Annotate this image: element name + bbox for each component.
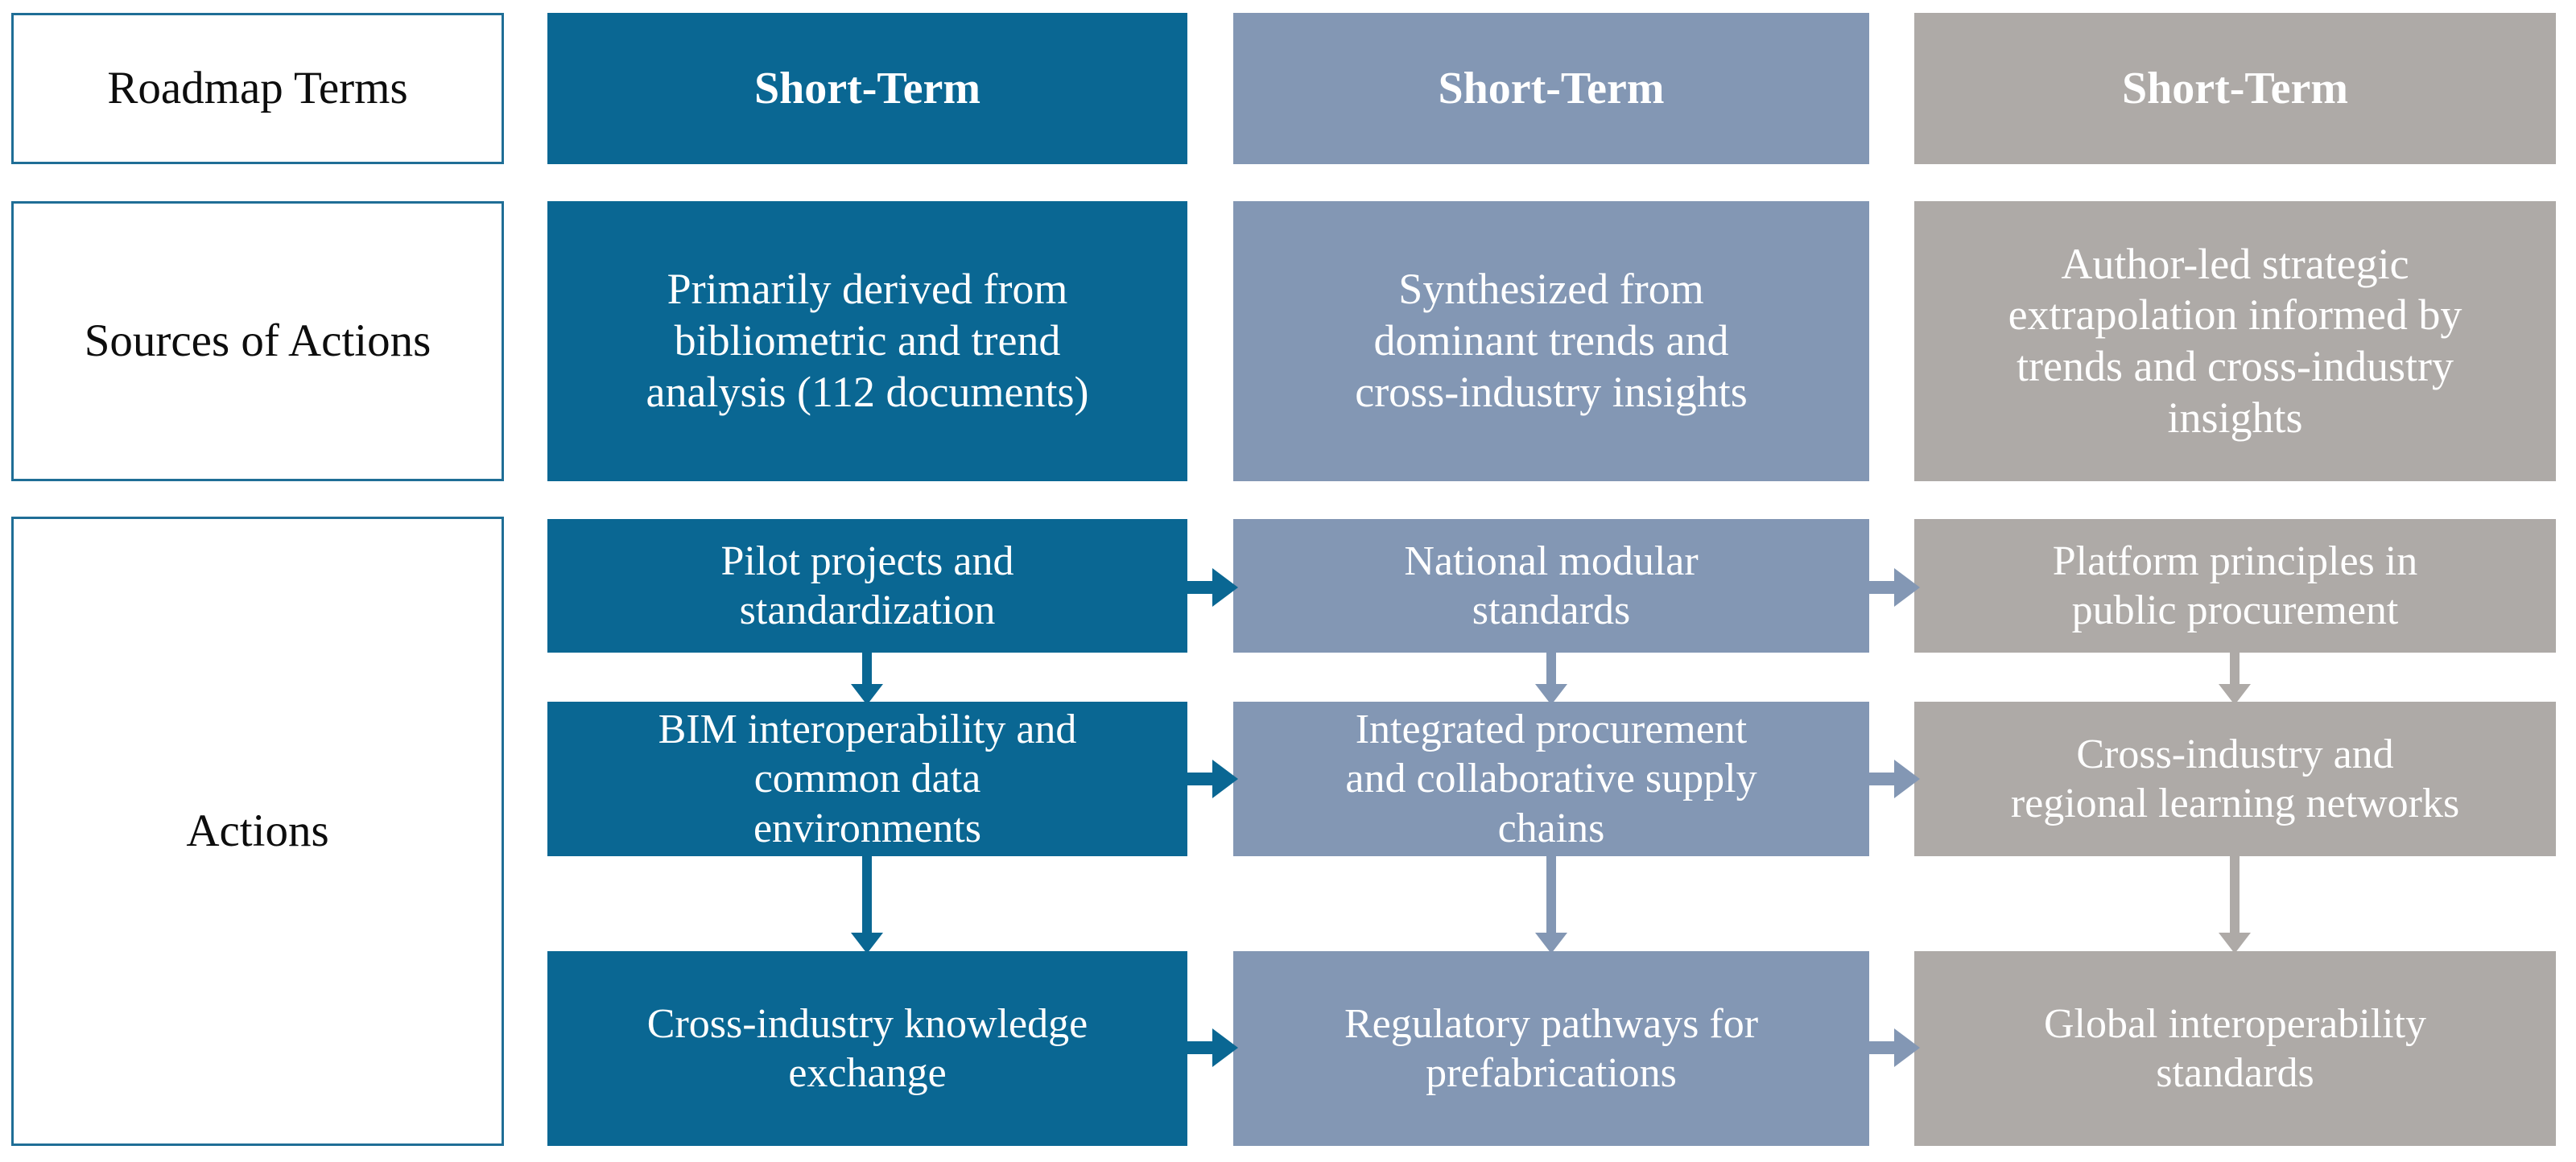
arrow-down-col4-row2-row3 [2215,852,2254,955]
action-box-col2-row1-text: Pilot projects and standardization [720,538,1014,633]
sources-cell-col4-text: Author-led strategic extrapolation infor… [2008,239,2462,442]
action-box-col3-row2-text: Integrated procurement and collaborative… [1345,706,1757,851]
header-short-term-col4: Short-Term [1914,13,2556,164]
action-box-col4-row3: Global interoperability standards [1914,951,2556,1146]
action-box-col4-row3-text: Global interoperability standards [2043,1000,2427,1096]
action-box-col4-row2: Cross-industry and regional learning net… [1914,702,2556,856]
row-label-sources-of-actions: Sources of Actions [11,201,504,481]
action-box-col4-row1: Platform principles in public procuremen… [1914,519,2556,653]
action-box-col3-row3: Regulatory pathways for prefabrications [1233,951,1869,1146]
header-short-term-col2: Short-Term [547,13,1187,164]
action-box-col3-row2: Integrated procurement and collaborative… [1233,702,1869,856]
arrow-down-col2-row1-row2 [848,649,886,707]
action-box-col2-row2-text: BIM interoperability and common data env… [658,706,1077,851]
header-short-term-col4-text: Short-Term [2121,63,2348,113]
action-box-col2-row3: Cross-industry knowledge exchange [547,951,1187,1146]
arrow-right-col3-col4-row3 [1865,1024,1922,1072]
action-box-col4-row1-text: Platform principles in public procuremen… [2052,538,2418,633]
sources-cell-col2-text: Primarily derived from bibliometric and … [646,265,1089,416]
arrow-down-col3-row2-row3 [1532,852,1571,955]
arrow-right-col3-col4-row2 [1865,755,1922,803]
action-box-col3-row3-text: Regulatory pathways for prefabrications [1344,1000,1759,1096]
action-box-col3-row1-text: National modular standards [1404,538,1699,633]
header-short-term-col3: Short-Term [1233,13,1869,164]
row-label-actions: Actions [11,517,504,1146]
action-box-col3-row1: National modular standards [1233,519,1869,653]
arrow-down-col3-row1-row2 [1532,649,1571,707]
row-label-actions-text: Actions [186,806,329,857]
action-box-col2-row3-text: Cross-industry knowledge exchange [646,1000,1088,1096]
header-short-term-col2-text: Short-Term [753,63,980,113]
sources-cell-col2: Primarily derived from bibliometric and … [547,201,1187,481]
row-label-roadmap-terms: Roadmap Terms [11,13,504,164]
arrow-right-col2-col3-row1 [1183,563,1240,612]
row-label-sources-of-actions-text: Sources of Actions [84,315,431,367]
sources-cell-col4: Author-led strategic extrapolation infor… [1914,201,2556,481]
arrow-down-col2-row2-row3 [848,852,886,955]
arrow-right-col2-col3-row2 [1183,755,1240,803]
header-short-term-col3-text: Short-Term [1438,63,1665,113]
arrow-right-col3-col4-row1 [1865,563,1922,612]
action-box-col4-row2-text: Cross-industry and regional learning net… [2010,731,2460,826]
arrow-right-col2-col3-row3 [1183,1024,1240,1072]
row-label-roadmap-terms-text: Roadmap Terms [107,63,408,114]
arrow-down-col4-row1-row2 [2215,649,2254,707]
sources-cell-col3-text: Synthesized from dominant trends and cro… [1355,265,1748,416]
sources-cell-col3: Synthesized from dominant trends and cro… [1233,201,1869,481]
action-box-col2-row2: BIM interoperability and common data env… [547,702,1187,856]
action-box-col2-row1: Pilot projects and standardization [547,519,1187,653]
